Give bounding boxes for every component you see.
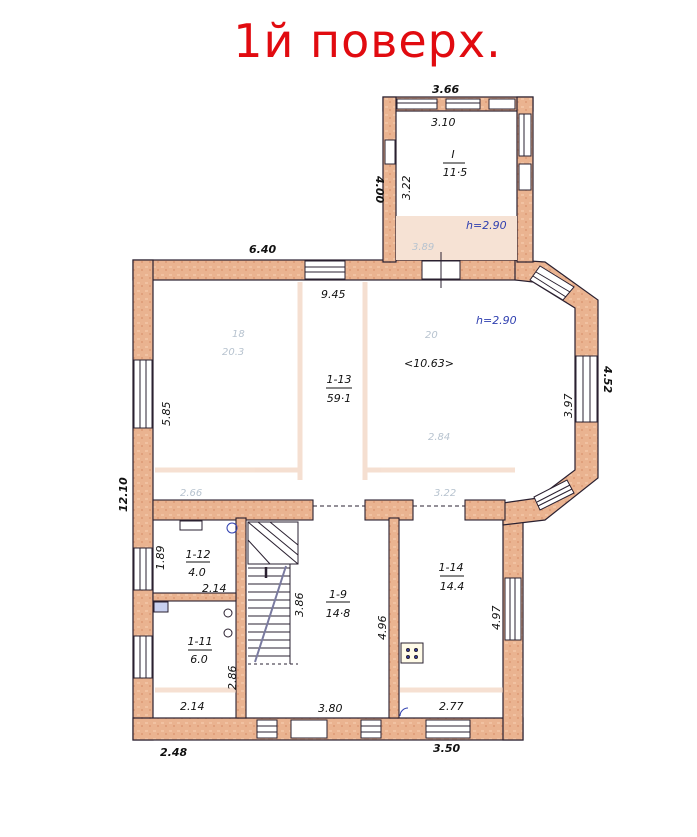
floor-title: 1й поверх. — [233, 14, 502, 68]
room-number: I — [451, 148, 454, 161]
svg-text:3.89: 3.89 — [412, 242, 434, 253]
room-area: 14·8 — [326, 607, 351, 620]
dim-hall-depth: 4.96 — [376, 616, 389, 641]
dim-porch-inner-width: 3.10 — [431, 116, 456, 129]
room-number: 1-9 — [329, 588, 347, 601]
room-label-1-9: 1-9 14·8 — [326, 588, 351, 620]
dim-kitchen-depth: 4.97 — [490, 606, 503, 631]
svg-text:2.84: 2.84 — [428, 432, 450, 443]
dim-porch-outer-depth: 4.00 — [373, 175, 386, 203]
bay-length-note: <10.63> — [404, 357, 454, 370]
dimension-labels: 3.66 3.10 4.00 3.22 6.40 9.45 5.85 3.97 … — [117, 83, 614, 759]
staircase — [247, 521, 299, 665]
bay-window-bottom — [533, 479, 575, 511]
svg-text:2.66: 2.66 — [180, 488, 202, 499]
dim-porch-outer-width: 3.66 — [432, 83, 459, 96]
fixtures — [153, 520, 424, 717]
interior-walls — [152, 499, 506, 719]
room-area: 6.0 — [190, 653, 208, 666]
top-windows — [304, 252, 461, 288]
dim-stair-length: 3.86 — [293, 593, 306, 618]
svg-text:3.22: 3.22 — [434, 488, 456, 499]
room-area: 11·5 — [443, 166, 468, 179]
dim-top-left-wall: 6.40 — [249, 243, 276, 256]
dim-hall-bottom-width: 3.80 — [318, 702, 343, 715]
svg-text:20.3: 20.3 — [222, 347, 244, 358]
dim-bottom-left-outer: 2.48 — [160, 746, 187, 759]
fixture-circle-icon — [223, 608, 233, 618]
bay-window-side — [575, 355, 598, 423]
right-window — [504, 577, 522, 641]
dim-bay-inner: 3.97 — [562, 394, 575, 419]
room-number: 1-14 — [439, 561, 464, 574]
door-swing-icon — [399, 707, 409, 717]
dim-bath-width: 2.14 — [180, 700, 205, 713]
left-windows — [133, 359, 153, 679]
room-label-1-12: 1-12 4.0 — [186, 548, 211, 579]
ceiling-height-main: h=2.90 — [476, 314, 517, 327]
fixture-circle-icon — [223, 628, 233, 638]
bay-window-walls — [502, 259, 599, 526]
faint-ghost-labels: 18 20.3 20 2.66 3.22 3.89 2.84 — [180, 242, 456, 499]
stove-icon — [400, 642, 424, 664]
room-label-1-11: 1-11 6.0 — [188, 635, 213, 666]
dim-left-room-depth: 5.85 — [160, 402, 173, 427]
room-label-1-14: 1-14 14.4 — [439, 561, 465, 593]
dim-total-left: 12.10 — [117, 477, 130, 512]
ceiling-height-porch: h=2.90 — [466, 219, 507, 232]
dim-wc-depth: 1.89 — [154, 546, 167, 571]
bottom-windows — [256, 719, 471, 739]
dim-hall-width: 9.45 — [321, 288, 346, 301]
svg-text:18: 18 — [232, 329, 245, 340]
dim-porch-inner-depth: 3.22 — [400, 176, 413, 201]
room-area: 14.4 — [440, 580, 465, 593]
dim-bottom-right-outer: 3.50 — [433, 742, 460, 755]
stair-treads — [248, 567, 290, 657]
sink-icon — [153, 601, 169, 613]
faint-old-walls — [155, 282, 515, 693]
boiler-icon — [226, 522, 238, 534]
porch-windows — [384, 98, 532, 191]
wc-shelf — [179, 520, 203, 531]
dim-kitchen-width: 2.77 — [439, 700, 464, 713]
dim-bath-depth: 2.86 — [226, 666, 239, 691]
svg-text:20: 20 — [425, 330, 438, 341]
room-area: 4.0 — [188, 566, 206, 579]
dim-wc-width: 2.14 — [202, 582, 227, 595]
room-number: 1-13 — [327, 373, 352, 386]
room-number: 1-12 — [186, 548, 211, 561]
room-label-I: I 11·5 — [443, 148, 468, 179]
bay-window-top — [529, 265, 575, 301]
room-number: 1-11 — [188, 635, 213, 648]
dim-bay-outer: 4.52 — [601, 365, 614, 393]
room-area: 59·1 — [327, 392, 352, 405]
room-label-1-13: 1-13 59·1 — [326, 373, 352, 405]
